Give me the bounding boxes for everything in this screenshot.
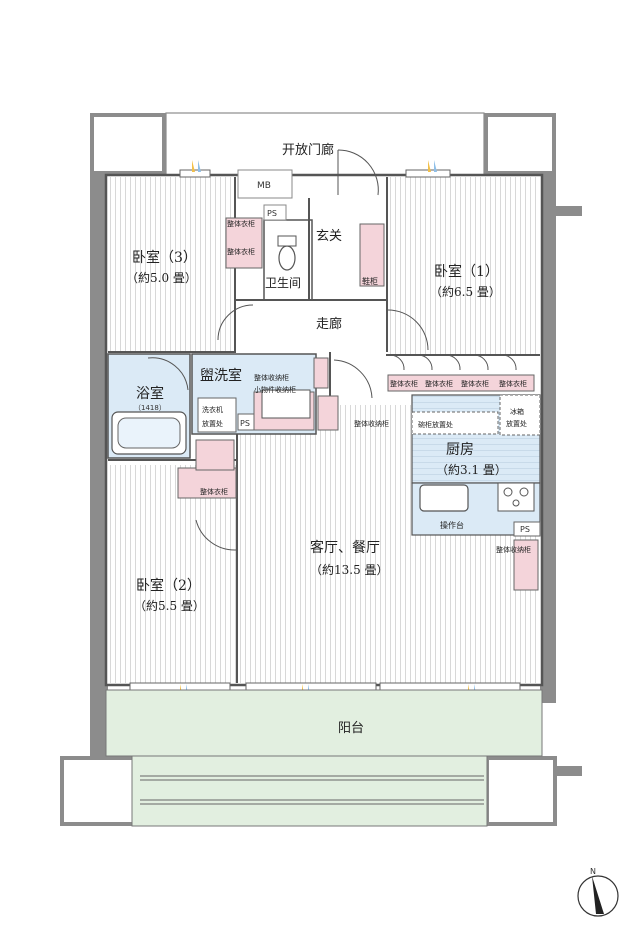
burner-icon bbox=[512, 499, 520, 507]
label-kitchen-size: （約3.1 畳） bbox=[436, 462, 507, 477]
label-bedroom1: 卧室（1） bbox=[434, 263, 499, 280]
label-shoe-cabinet: 鞋柜 bbox=[362, 276, 378, 286]
dish-space bbox=[411, 411, 499, 435]
label-hallway: 走廊 bbox=[316, 316, 342, 332]
label-toilet: 卫生间 bbox=[265, 276, 301, 290]
bedroom1-floor bbox=[387, 177, 540, 355]
label-ps-top: PS bbox=[267, 209, 277, 218]
north-arrow-icon bbox=[592, 876, 604, 914]
toilet-icon bbox=[278, 245, 296, 271]
fridge-space bbox=[499, 394, 541, 436]
label-closet-b3a: 整体衣柜 bbox=[227, 219, 255, 228]
washbasin-icon bbox=[261, 389, 311, 419]
label-closet-b3b: 整体衣柜 bbox=[227, 247, 255, 256]
label-bathroom: 浴室 bbox=[136, 385, 164, 402]
label-ldk: 客厅、餐厅 bbox=[310, 539, 380, 556]
label-north: N bbox=[590, 867, 596, 876]
label-washer-space-1: 洗衣机 bbox=[202, 405, 223, 414]
label-closet-b1-2: 整体衣柜 bbox=[425, 379, 453, 388]
label-entrance: 玄关 bbox=[316, 229, 342, 244]
label-fridge-2: 放置处 bbox=[506, 419, 527, 428]
label-bedroom2-size: （約5.5 畳） bbox=[134, 598, 205, 613]
structure-inner bbox=[64, 117, 553, 822]
label-bedroom3: 卧室（3） bbox=[132, 249, 197, 266]
balcony-area bbox=[105, 689, 543, 757]
ps-wash-box bbox=[237, 413, 255, 431]
hallway-floor bbox=[236, 300, 386, 352]
interior-walls bbox=[108, 177, 540, 683]
washer-space bbox=[197, 397, 237, 433]
balcony-lower bbox=[131, 755, 488, 827]
mb-box bbox=[237, 169, 293, 199]
label-kitchen: 厨房 bbox=[446, 442, 474, 458]
label-ps-kitchen: PS bbox=[520, 525, 530, 534]
label-fridge-1: 冰箱 bbox=[510, 407, 524, 416]
label-closet-b1-4: 整体衣柜 bbox=[499, 379, 527, 388]
bedroom2-floor bbox=[108, 465, 236, 683]
label-open-corridor: 开放门廊 bbox=[282, 142, 334, 158]
label-washroom: 盥洗室 bbox=[200, 367, 242, 384]
bathtub-inner bbox=[117, 417, 181, 449]
stove-icon bbox=[497, 482, 535, 512]
label-storage-hall: 整体收纳柜 bbox=[354, 419, 389, 428]
ps-kitchen-box bbox=[513, 521, 541, 537]
sink-icon bbox=[419, 484, 469, 512]
label-storage-wash-1: 整体收纳柜 bbox=[254, 373, 289, 382]
toilet-tank-icon bbox=[277, 235, 297, 247]
label-counter: 操作台 bbox=[440, 520, 464, 530]
label-mb: MB bbox=[257, 181, 271, 191]
open-corridor-area bbox=[165, 112, 485, 176]
door-swings bbox=[147, 149, 517, 551]
closets bbox=[177, 217, 539, 591]
label-washer-space-2: 放置处 bbox=[202, 419, 223, 428]
label-dish-space: 碗柜放置处 bbox=[418, 420, 453, 429]
label-ps-wash: PS bbox=[240, 419, 250, 428]
label-bedroom1-size: （約6.5 畳） bbox=[430, 284, 501, 299]
ps-top-box bbox=[263, 204, 287, 221]
label-storage-wash-2: 小物件收纳柜 bbox=[254, 385, 296, 394]
burner-icon bbox=[503, 487, 513, 497]
burner-icon bbox=[519, 487, 529, 497]
label-closet-b2: 整体衣柜 bbox=[200, 487, 228, 496]
label-ldk-size: （約13.5 畳） bbox=[310, 562, 389, 577]
label-closet-b1-3: 整体衣柜 bbox=[461, 379, 489, 388]
label-bedroom2: 卧室（2） bbox=[136, 577, 201, 594]
label-balcony: 阳台 bbox=[338, 721, 364, 736]
bedroom3-floor bbox=[108, 177, 235, 352]
label-closet-b1-1: 整体衣柜 bbox=[390, 379, 418, 388]
label-storage-ldk: 整体收纳柜 bbox=[496, 545, 531, 554]
label-bathroom-size: （1418） bbox=[134, 404, 166, 412]
label-bedroom3-size: （約5.0 畳） bbox=[126, 270, 197, 285]
